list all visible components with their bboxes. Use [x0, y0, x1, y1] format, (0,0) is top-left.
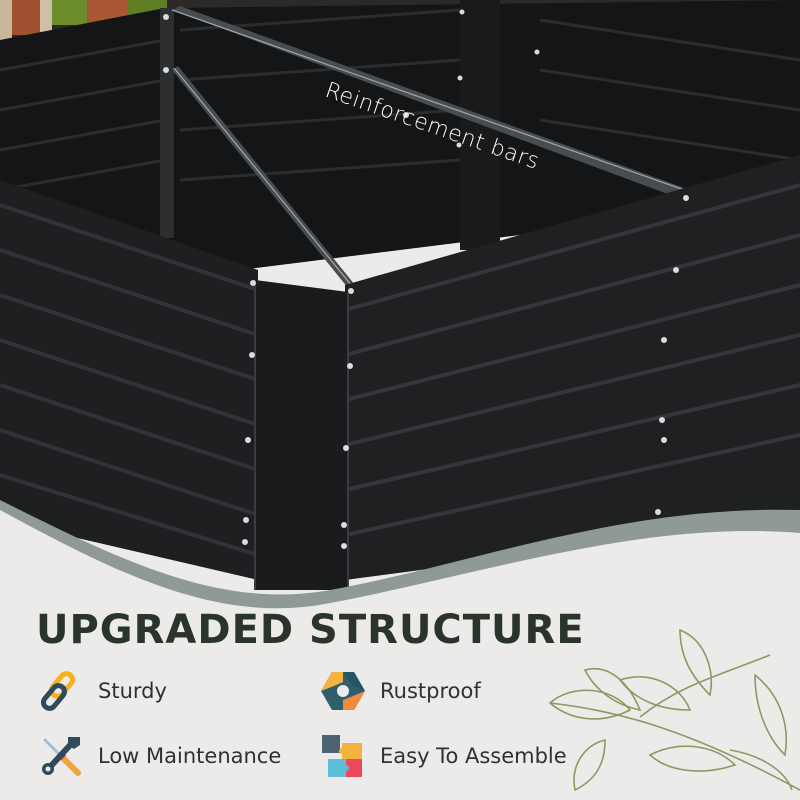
feature-label: Sturdy: [98, 679, 167, 703]
feature-label: Low Maintenance: [98, 744, 282, 768]
feature-low-maintenance: Low Maintenance: [38, 733, 281, 779]
puzzle-pieces-icon: [322, 735, 362, 777]
feature-easy-to-assemble: Easy To Assemble: [320, 733, 567, 779]
feature-label: Rustproof: [380, 679, 481, 703]
wrench-screwdriver-icon: [42, 737, 81, 776]
feature-rustproof: Rustproof: [320, 668, 481, 714]
hexagon-shield-icon: [321, 672, 365, 710]
headline: UPGRADED STRUCTURE: [36, 607, 585, 653]
leaf-branch-decoration: [548, 628, 800, 792]
feature-label: Easy To Assemble: [380, 744, 567, 768]
feature-sturdy: Sturdy: [38, 668, 167, 714]
chain-link-icon: [41, 671, 75, 711]
